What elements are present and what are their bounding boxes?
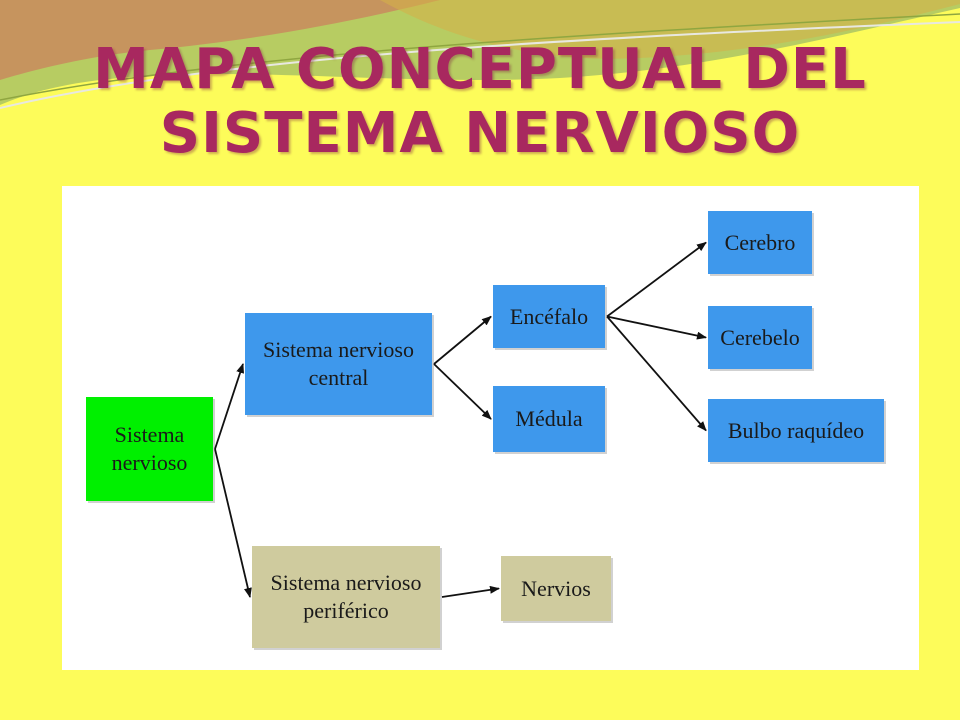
node-sistema-nervioso-line-2: nervioso	[111, 450, 188, 475]
node-nervios: Nervios	[501, 556, 611, 621]
node-central-line-2: central	[308, 365, 369, 390]
arrow-sistema_nervioso-to-periferico	[214, 448, 252, 598]
slide-title: MAPA CONCEPTUAL DEL SISTEMA NERVIOSO	[0, 38, 960, 166]
node-encefalo: Encéfalo	[493, 285, 605, 348]
node-sistema-nervioso: Sistema nervioso	[86, 397, 213, 501]
concept-map-arrows	[214, 241, 707, 598]
arrow-encefalo-to-cerebelo	[606, 315, 707, 340]
node-medula: Médula	[493, 386, 605, 452]
arrow-encefalo-to-cerebro	[606, 241, 707, 318]
title-line-2: SISTEMA NERVIOSO	[159, 101, 801, 166]
arrow-encefalo-to-bulbo	[606, 315, 707, 432]
node-periferico-line-1: Sistema nervioso	[270, 570, 422, 595]
node-sistema-nervioso-line-1: Sistema	[114, 422, 185, 447]
node-central-line-1: Sistema nervioso	[263, 337, 414, 362]
node-cerebelo: Cerebelo	[708, 306, 812, 369]
node-periferico-line-2: periférico	[303, 598, 389, 623]
concept-map-panel: Sistema nervioso Sistema nervioso centra…	[62, 186, 919, 670]
node-sistema-nervioso-periferico: Sistema nervioso periférico	[252, 546, 440, 648]
arrow-central-to-encefalo	[433, 315, 492, 365]
node-bulbo-raquideo: Bulbo raquídeo	[708, 399, 884, 462]
arrow-sistema_nervioso-to-central	[214, 363, 244, 450]
node-sistema-nervioso-central: Sistema nervioso central	[245, 313, 432, 415]
node-cerebro: Cerebro	[708, 211, 812, 274]
header-wave-decoration	[0, 0, 960, 109]
arrow-periferico-to-nervios	[441, 585, 500, 598]
arrow-central-to-medula	[433, 363, 492, 420]
title-line-1: MAPA CONCEPTUAL DEL	[93, 37, 867, 102]
